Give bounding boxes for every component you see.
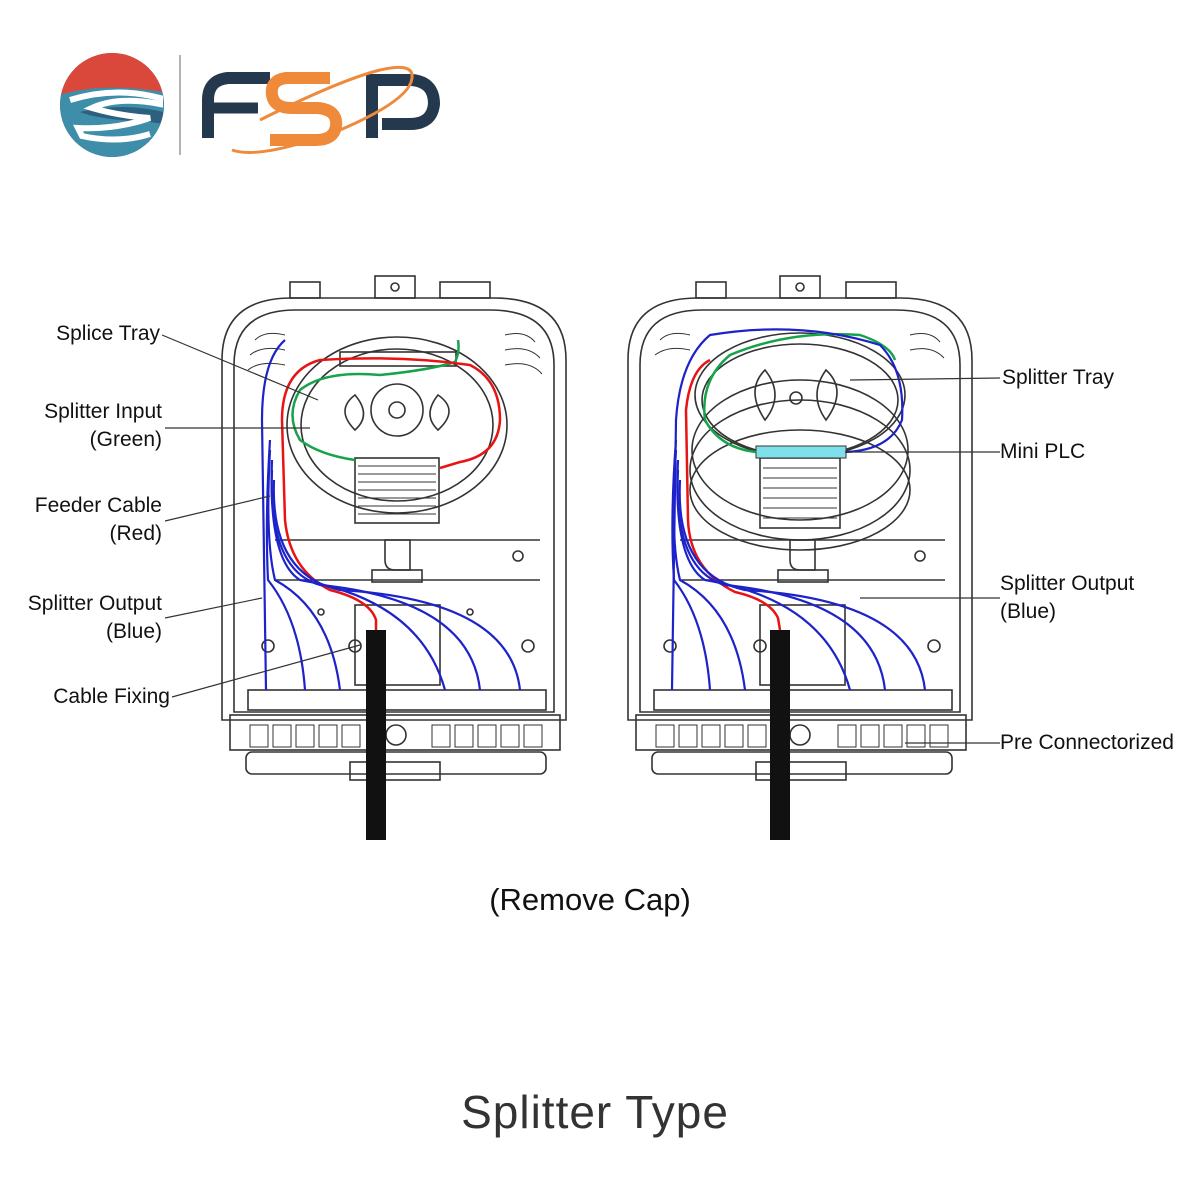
label-splitter-input: Splitter Input (Green) (44, 400, 162, 451)
label-splitter-output-right: Splitter Output (Blue) (1000, 572, 1135, 623)
caption-remove-cap: (Remove Cap) (489, 882, 691, 917)
label-splice-tray: Splice Tray (56, 322, 160, 345)
blue-splitter-output-fibers (260, 339, 522, 691)
housing-inner (233, 309, 555, 713)
feeder-cable-jacket (366, 630, 386, 840)
logo-wordmark (202, 65, 441, 154)
footer-title: Splitter Type (461, 1086, 729, 1138)
label-feeder-cable: Feeder Cable (Red) (34, 494, 162, 545)
label-pre-connectorized: Pre Connectorized (1000, 731, 1174, 754)
label-cable-fixing: Cable Fixing (53, 685, 170, 708)
label-splitter-tray: Splitter Tray (1002, 366, 1115, 389)
housing-outline (221, 297, 567, 721)
label-splitter-output-left: Splitter Output (Blue) (27, 592, 162, 643)
red-feeder-fiber (280, 357, 502, 630)
green-splitter-input-fiber (291, 339, 460, 462)
label-mini-plc: Mini PLC (1000, 440, 1086, 463)
